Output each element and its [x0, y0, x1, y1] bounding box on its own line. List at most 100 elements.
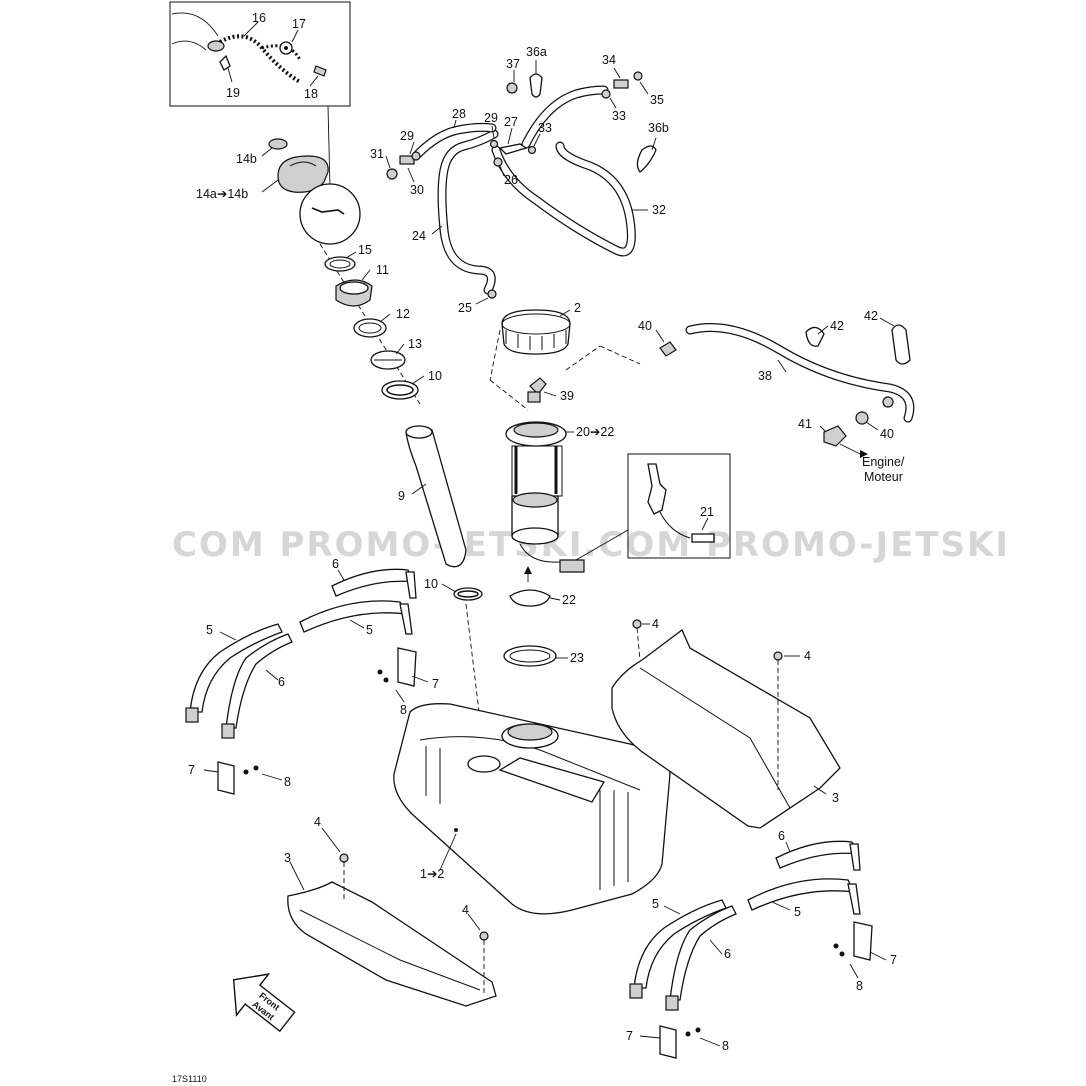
callout-8-right: 8	[856, 979, 863, 993]
callout-7-lower: 7	[626, 1029, 633, 1043]
engine-label-line1: Engine/	[862, 455, 905, 469]
callout-14b: 14b	[236, 152, 257, 166]
fuel-cap-part	[277, 155, 329, 193]
callout-20-22: 20➔22	[576, 425, 614, 439]
callout-2: 2	[574, 301, 581, 315]
fuel-pump-assembly: 2 39 20➔22 40 42 42 38 41 40 Engine/ Mot…	[489, 301, 915, 667]
callout-15: 15	[358, 243, 372, 257]
callout-13: 13	[408, 337, 422, 351]
callout-5-mid: 5	[366, 623, 373, 637]
quick-connect-39-part	[529, 377, 547, 395]
seal-ring-part	[353, 318, 387, 338]
screw-part	[219, 54, 231, 71]
callout-4-bottom: 4	[462, 903, 469, 917]
callout-29-top: 29	[484, 111, 498, 125]
callout-6-top: 6	[332, 557, 339, 571]
heat-shield-right-part	[611, 628, 841, 829]
clamp-37-part	[506, 82, 518, 94]
hose-clamp-top-part	[381, 380, 419, 400]
clamp-25-part	[487, 289, 497, 299]
callout-5-left: 5	[206, 623, 213, 637]
callout-27: 27	[504, 115, 518, 129]
callout-33-right: 33	[612, 109, 626, 123]
clamp-40b-part	[855, 411, 869, 425]
engine-label-line2: Moteur	[864, 470, 903, 484]
callout-6-right-top: 6	[778, 829, 785, 843]
callout-4-right-top: 4	[652, 617, 659, 631]
callout-6-left: 6	[278, 675, 285, 689]
diagram-code: 17S1110	[172, 1074, 207, 1084]
strap-6-lower-part	[669, 905, 737, 1001]
clip-36a-part	[529, 73, 543, 98]
bracket-7-right-part	[853, 921, 873, 961]
callout-4-left: 4	[314, 815, 321, 829]
callout-26: 26	[504, 173, 518, 187]
callout-16: 16	[252, 11, 266, 25]
callout-38: 38	[758, 369, 772, 383]
fuel-tank-part	[393, 703, 671, 915]
callout-35: 35	[650, 93, 664, 107]
bracket-7-lower-part	[659, 1025, 677, 1059]
heat-shield-left-part	[287, 881, 497, 1007]
callout-10-top: 10	[428, 369, 442, 383]
connector-part	[559, 559, 585, 573]
pump-seal-part	[509, 589, 551, 607]
callout-31: 31	[370, 147, 384, 161]
right-strap-group: 6 5 5 6 7 8 7 8	[626, 829, 897, 1059]
callout-7-left: 7	[188, 763, 195, 777]
callout-23: 23	[570, 651, 584, 665]
callout-40-top: 40	[638, 319, 652, 333]
cap-detail-circle	[299, 183, 361, 245]
callout-25: 25	[458, 301, 472, 315]
callout-11: 11	[376, 263, 389, 277]
callout-8-lower: 8	[722, 1039, 729, 1053]
callout-7-upper: 7	[432, 677, 439, 691]
locking-ring-part	[501, 309, 571, 355]
rivet-part	[313, 65, 327, 77]
strap-5-left-part	[189, 623, 283, 713]
callout-42-right: 42	[864, 309, 878, 323]
strap-5-right-part	[747, 878, 856, 911]
strap-6-left-part	[225, 633, 293, 729]
callout-12: 12	[396, 307, 410, 321]
callout-42-left: 42	[830, 319, 844, 333]
callout-9: 9	[398, 489, 405, 503]
callout-39: 39	[560, 389, 574, 403]
callout-28: 28	[452, 107, 466, 121]
gasket-part	[324, 256, 356, 272]
level-sensor-part	[647, 463, 667, 515]
clip-42-part	[805, 326, 825, 347]
callout-24: 24	[412, 229, 426, 243]
callout-19: 19	[226, 86, 240, 100]
strap-5-lower-part	[633, 899, 727, 989]
gasket-23-part	[503, 645, 557, 667]
callout-36b: 36b	[648, 121, 669, 135]
fitting-41-part	[823, 425, 847, 447]
callout-40-right: 40	[880, 427, 894, 441]
left-strap-group: 6 5 5 6 7 8 7 8	[185, 557, 439, 795]
callout-1-2: 1➔2	[420, 867, 444, 881]
bracket-7-left-part	[217, 761, 235, 795]
callout-5-lower: 5	[652, 897, 659, 911]
strap-6-right-top-part	[775, 840, 860, 869]
sensor-inset-frame	[627, 453, 731, 559]
callout-30: 30	[410, 183, 424, 197]
vent-hose-assembly: 37 36a 34 35 33 36b 28 29 27 33 29 31 30…	[370, 45, 669, 315]
inset-frame	[169, 1, 351, 107]
callout-36a: 36a	[526, 45, 547, 59]
cap-tether-inset: 16 17 19 18	[169, 1, 351, 189]
watermark: COM PROMO-JETSKI.COM PROMO-JETSKI	[172, 525, 1010, 565]
shields-group: 4 4 3 4 3 4	[284, 617, 841, 1007]
callout-32: 32	[652, 203, 666, 217]
callout-5-right: 5	[794, 905, 801, 919]
callout-37: 37	[506, 57, 520, 71]
clip-42b-part	[891, 324, 911, 365]
strap-6-top-part	[331, 568, 416, 597]
filler-assembly: 14b 14a➔14b 15 11 12 13 10 9 10	[196, 138, 483, 721]
callout-41: 41	[798, 417, 812, 431]
callout-14a-14b: 14a➔14b	[196, 187, 248, 201]
strap-5-part	[299, 600, 408, 633]
fuel-tank-group: 1➔2	[393, 703, 671, 915]
callout-29-left: 29	[400, 129, 414, 143]
callout-17: 17	[292, 17, 306, 31]
